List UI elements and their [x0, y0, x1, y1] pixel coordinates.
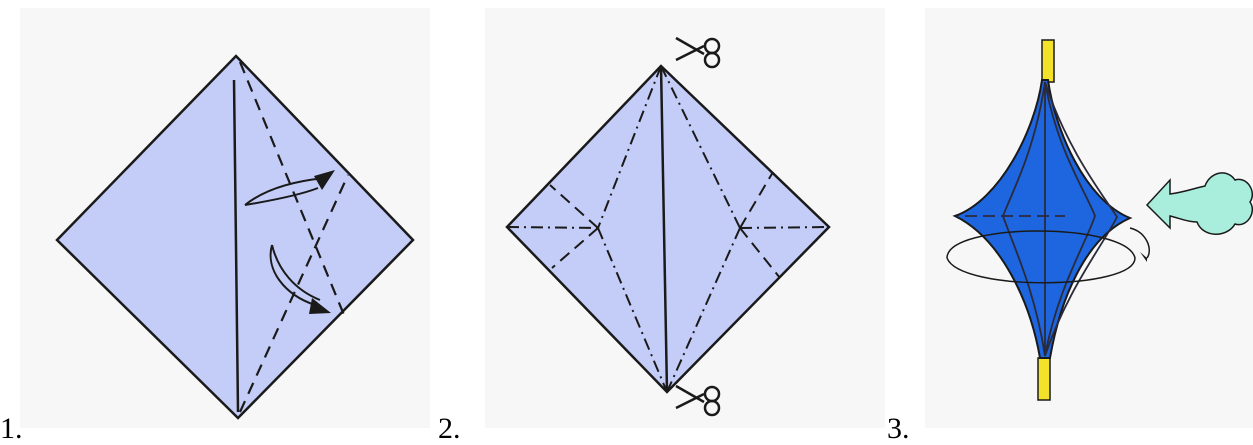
inflated-balloon-body [952, 79, 1133, 359]
fold-arrow-upper [244, 170, 335, 206]
mountain-fold-lines [506, 65, 830, 393]
solid-center-crease [659, 65, 669, 393]
top-yellow-tab [1041, 39, 1055, 83]
step-1-panel: 1. [0, 0, 430, 444]
step-3-panel: 3. [885, 0, 1253, 444]
scissors-icon [675, 36, 721, 69]
breath-puff-icon [1145, 172, 1253, 235]
rotate-arrow-icon [946, 227, 1151, 284]
step-1-diagram [20, 8, 430, 428]
balloon-crease-lines [1002, 81, 1119, 357]
step-1-label: 1. [0, 412, 23, 445]
step-2-label: 2. [438, 412, 461, 445]
step-2-panel: 2. [430, 0, 885, 444]
step-2-diagram [485, 8, 885, 428]
solid-center-crease [232, 79, 240, 413]
fold-arrow-lower [269, 244, 331, 314]
step-3-label: 3. [887, 412, 910, 445]
step-3-diagram [925, 8, 1253, 428]
valley-fold-lines [549, 171, 781, 279]
bottom-yellow-tab [1037, 357, 1051, 401]
scissors-icon [675, 384, 721, 417]
